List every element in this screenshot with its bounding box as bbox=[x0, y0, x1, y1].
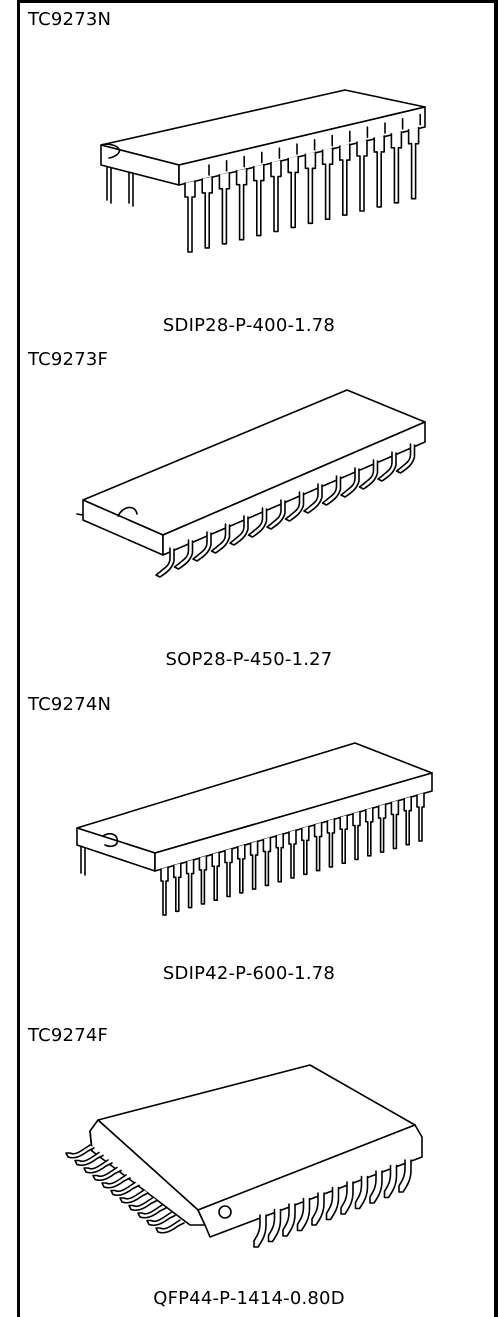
package-lead bbox=[74, 1151, 104, 1167]
package-lead bbox=[237, 844, 246, 894]
package-lead bbox=[373, 135, 385, 208]
package-lead bbox=[287, 155, 299, 229]
package-lead bbox=[184, 180, 196, 253]
package-lead bbox=[218, 172, 231, 245]
package-lead bbox=[235, 167, 248, 241]
package-lead bbox=[365, 807, 374, 857]
part-number: TC9273N bbox=[28, 9, 112, 30]
package-lead bbox=[313, 821, 323, 872]
package-lead bbox=[253, 163, 265, 237]
package-lead bbox=[383, 1164, 398, 1199]
sop28-package-drawing bbox=[76, 389, 426, 578]
package-lead bbox=[390, 131, 403, 204]
package-lead bbox=[321, 475, 342, 506]
package-lead bbox=[229, 515, 249, 546]
package-lead bbox=[198, 855, 208, 905]
package-lead bbox=[288, 829, 297, 879]
package-lead bbox=[340, 1181, 354, 1215]
package-lead bbox=[340, 467, 360, 498]
package-lead bbox=[390, 799, 400, 850]
package-lead bbox=[128, 1196, 158, 1212]
package-lead bbox=[339, 143, 351, 216]
package-lead bbox=[160, 866, 169, 916]
package-lead bbox=[155, 1219, 185, 1234]
package-lead bbox=[354, 1175, 369, 1210]
package-lead bbox=[173, 539, 194, 570]
package-lead bbox=[395, 443, 416, 474]
package-name: SOP28-P-450-1.27 bbox=[165, 649, 333, 670]
package-lead bbox=[326, 818, 336, 868]
package-lead bbox=[224, 847, 233, 898]
package-lead bbox=[253, 1214, 267, 1248]
package-section-tc9273n: TC9273N SDIP28-P-400-1.78 bbox=[0, 0, 498, 340]
package-lead bbox=[249, 840, 259, 890]
package-lead bbox=[275, 832, 284, 883]
package-lead bbox=[83, 1159, 113, 1174]
package-lead bbox=[304, 151, 317, 225]
package-lead bbox=[303, 483, 323, 514]
package-lead bbox=[266, 499, 286, 530]
package-lead bbox=[65, 1144, 95, 1159]
package-lead bbox=[247, 507, 268, 538]
package-lead bbox=[201, 176, 213, 249]
package-lead bbox=[301, 825, 310, 876]
package-lead bbox=[377, 451, 397, 482]
package-lead bbox=[325, 1186, 340, 1221]
package-lead bbox=[321, 147, 334, 220]
package-lead bbox=[185, 858, 195, 909]
package-lead bbox=[110, 1181, 140, 1197]
package-lead bbox=[358, 459, 379, 490]
package-lead bbox=[101, 1174, 131, 1189]
package-lead bbox=[146, 1211, 176, 1227]
package-lead bbox=[352, 810, 361, 861]
package-section-tc9273f: TC9273F SOP28-P-450-1.27 bbox=[0, 340, 498, 685]
package-lead bbox=[92, 1166, 122, 1182]
package-section-tc9274n: TC9274N SDIP42-P-600-1.78 bbox=[0, 685, 498, 1020]
part-number: TC9274N bbox=[28, 694, 112, 715]
package-lead bbox=[262, 836, 272, 887]
frame-top-border bbox=[17, 0, 498, 3]
package-lead bbox=[267, 1208, 282, 1243]
sdip42-package-drawing bbox=[76, 742, 433, 916]
sdip28-package-drawing bbox=[100, 89, 426, 253]
package-lead bbox=[296, 1197, 311, 1232]
package-lead bbox=[282, 1203, 296, 1237]
package-lead bbox=[416, 792, 425, 842]
package-lead bbox=[339, 814, 348, 864]
package-lead bbox=[155, 547, 175, 578]
package-lead bbox=[377, 803, 387, 853]
package-lead bbox=[311, 1192, 325, 1226]
package-lead bbox=[369, 1170, 383, 1204]
part-number: TC9273F bbox=[28, 349, 109, 370]
package-section-tc9274f: TC9274F QFP44-P-1414-0.80D bbox=[0, 1020, 498, 1317]
package-lead bbox=[403, 795, 412, 846]
package-lead bbox=[119, 1189, 149, 1204]
part-number: TC9274F bbox=[28, 1025, 109, 1046]
package-lead bbox=[173, 862, 182, 913]
package-lead bbox=[192, 531, 212, 562]
package-lead bbox=[398, 1159, 412, 1193]
package-lead bbox=[356, 139, 368, 212]
frame-left-border bbox=[17, 0, 20, 1317]
package-lead bbox=[137, 1204, 167, 1219]
frame-right-border bbox=[494, 0, 498, 1317]
package-lead bbox=[407, 126, 420, 200]
package-name: SDIP28-P-400-1.78 bbox=[162, 315, 336, 336]
package-lead bbox=[270, 159, 282, 233]
qfp44-package-drawing bbox=[65, 1064, 423, 1248]
package-lead bbox=[210, 523, 231, 554]
package-lead bbox=[284, 491, 305, 522]
package-lead bbox=[211, 851, 220, 901]
package-name: SDIP42-P-600-1.78 bbox=[162, 963, 336, 984]
package-name: QFP44-P-1414-0.80D bbox=[153, 1288, 345, 1309]
